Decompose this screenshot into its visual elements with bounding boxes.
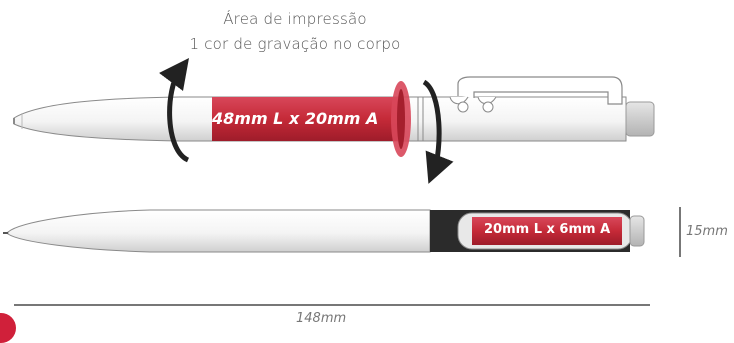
- print-area-title: Área de impressão: [223, 10, 367, 28]
- height-dimension-label: 15mm: [686, 224, 728, 239]
- pen-side-print-area: [472, 217, 622, 245]
- clip-print-area-label: 20mm L x 6mm A: [484, 222, 611, 237]
- pen-top-button: [625, 101, 655, 137]
- rotate-arrow-left: [159, 57, 190, 163]
- pen-side-body: [7, 209, 431, 253]
- pen-side-view: [3, 209, 645, 253]
- pen-side-button: [629, 215, 645, 247]
- pen-drawing: [3, 57, 681, 306]
- pen-top-view: [13, 57, 655, 184]
- pen-top-clip: [457, 76, 623, 105]
- pen-top-print-area: [212, 97, 398, 141]
- rotate-arrow-right: [422, 79, 454, 184]
- length-dimension-label: 148mm: [296, 311, 347, 326]
- body-print-area-label: 48mm L x 20mm A: [212, 109, 379, 128]
- product-diagram: Área de impressão 1 cor de gravação no c…: [0, 10, 728, 343]
- print-area-subtitle: 1 cor de gravação no corpo: [189, 35, 401, 53]
